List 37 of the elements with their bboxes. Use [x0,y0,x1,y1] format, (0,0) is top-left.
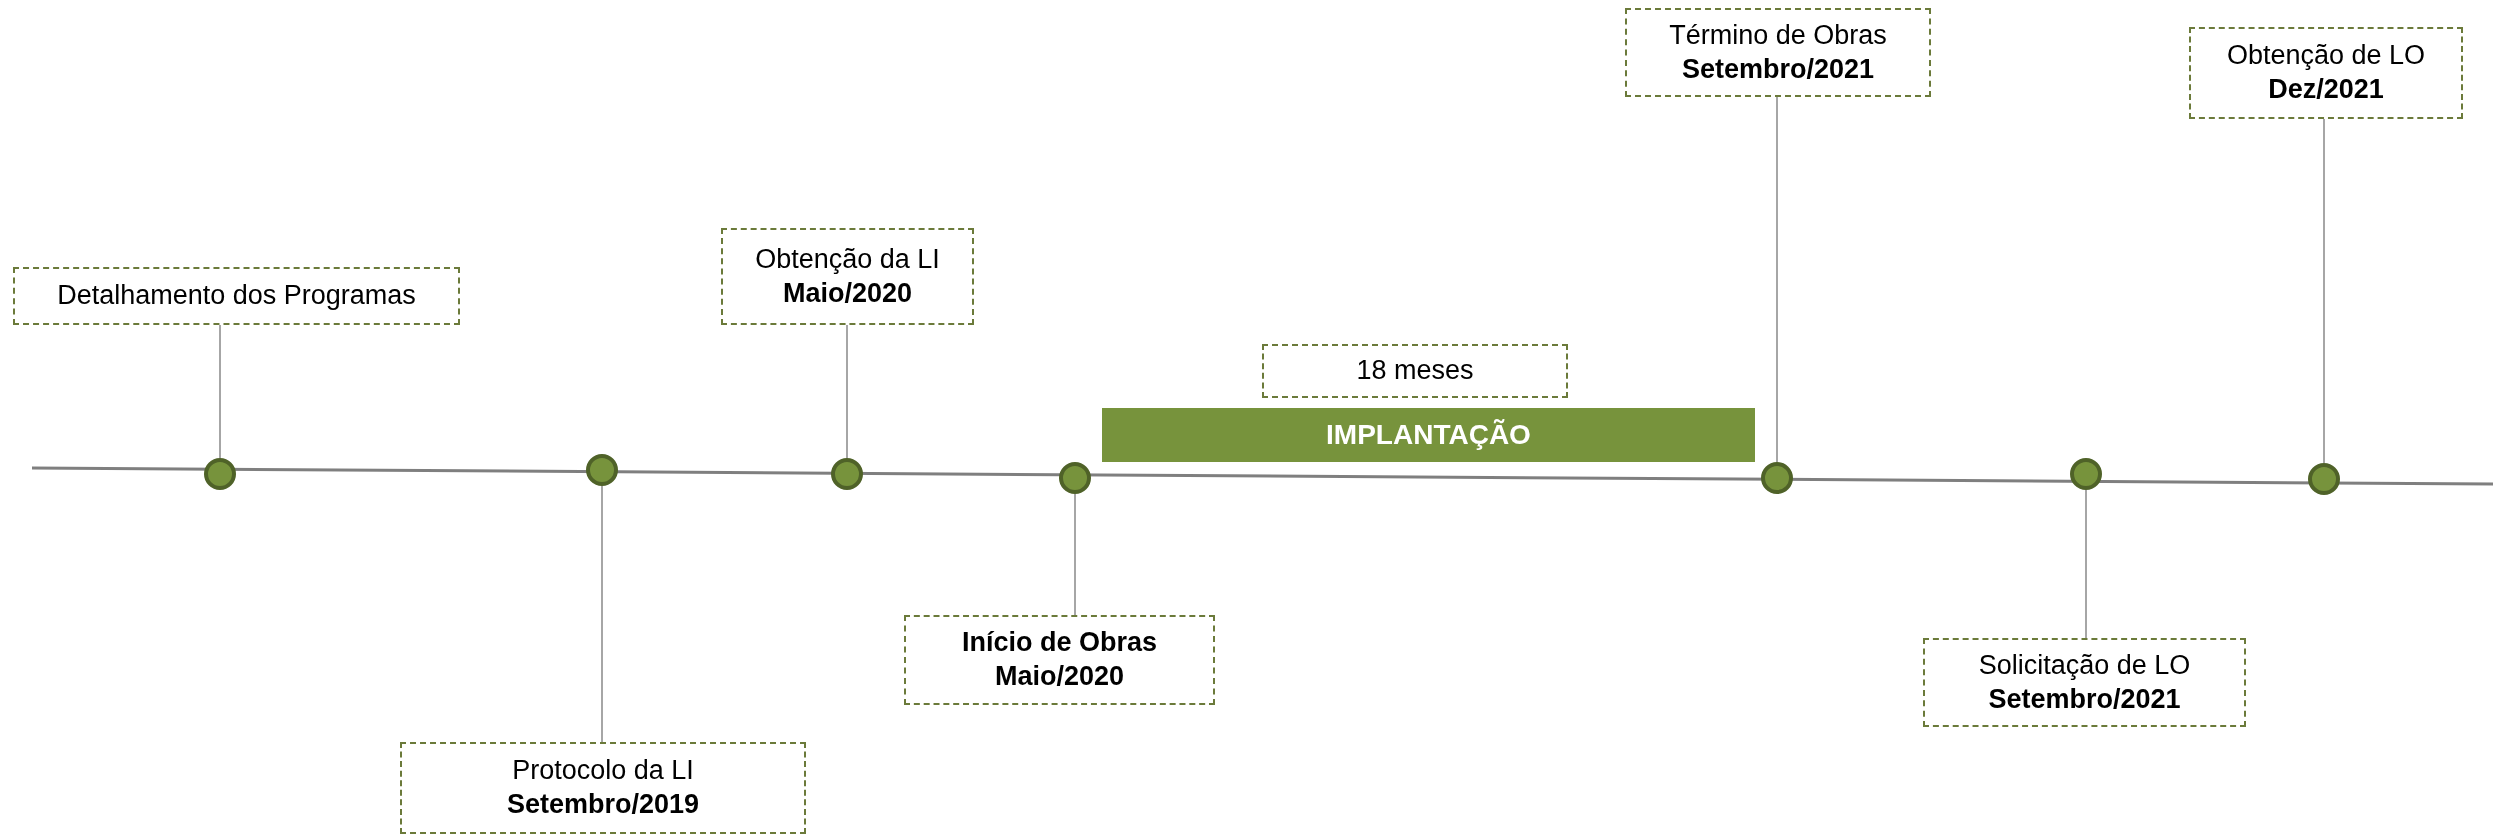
phase-bar: IMPLANTAÇÃO [1102,408,1755,462]
milestone-box [13,267,460,325]
milestone-label: 18 meses [1356,354,1474,388]
milestone-dot [1761,462,1793,494]
leader-line [219,324,221,459]
milestone-date: Setembro/2021 [1681,52,1875,86]
milestone-label: Obtenção de LO [2226,39,2426,73]
milestone-box [400,742,806,834]
milestone-dot [1059,462,1091,494]
milestone-box [2189,27,2463,119]
milestone-dot [204,458,236,490]
milestone-label: Término de Obras [1669,18,1887,52]
milestone-date: Início de Obras [961,626,1158,660]
milestone-date: Maio/2020 [782,276,913,310]
milestone-date: Maio/2020 [994,660,1125,693]
milestone-date: Dez/2021 [2268,73,2384,106]
leader-line [2323,118,2325,464]
milestone-dot [586,454,618,486]
milestone-box [1923,638,2246,727]
leader-line [846,324,848,459]
milestone-label: Solicitação de LO [1978,648,2191,682]
milestone-dot [831,458,863,490]
milestone-dot [2308,463,2340,495]
leader-line [2085,489,2087,639]
milestone-box [1625,8,1931,97]
leader-line [601,485,603,743]
milestone-label: Detalhamento dos Programas [57,279,416,313]
milestone-box [904,615,1215,705]
milestone-date: Setembro/2019 [506,788,700,821]
milestone-box [721,228,974,325]
milestone-label: Obtenção da LI [755,242,940,276]
milestone-box [1262,344,1568,398]
milestone-label: Protocolo da LI [512,754,694,788]
milestone-date: Setembro/2021 [1988,682,2181,716]
leader-line [1074,493,1076,616]
leader-line [1776,96,1778,463]
milestone-dot [2070,458,2102,490]
